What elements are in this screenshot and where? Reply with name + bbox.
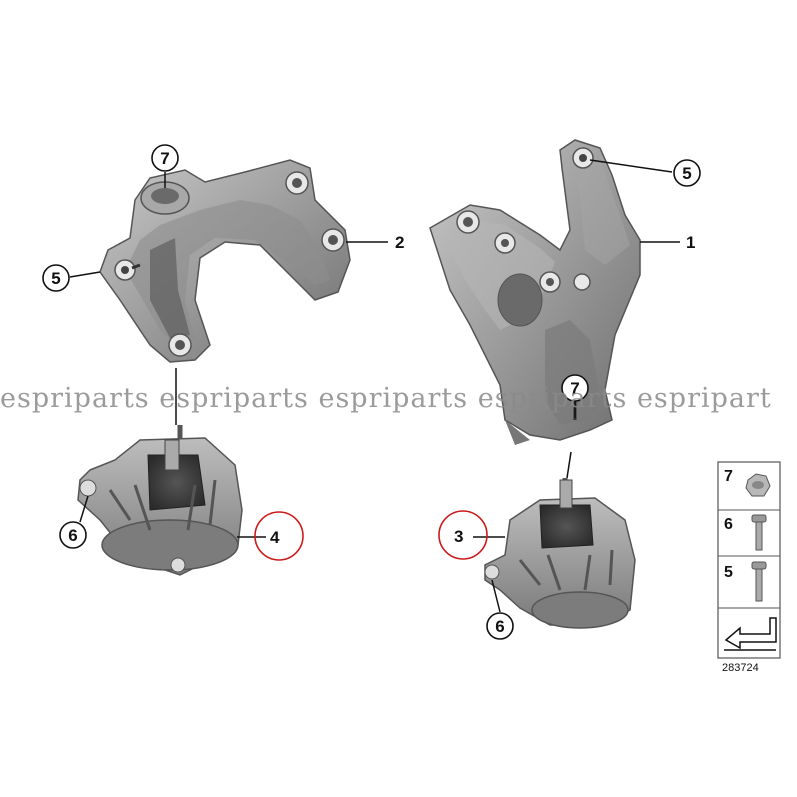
callout-right-nut: 7 bbox=[561, 374, 589, 418]
bolt-icon bbox=[751, 561, 767, 602]
callout-left-mount-screw: 6 bbox=[59, 495, 89, 549]
highlight-circle-right bbox=[438, 510, 488, 560]
callout-right-nut-text: 7 bbox=[570, 379, 579, 398]
legend-item-screw-number: 6 bbox=[724, 516, 733, 533]
legend-item-bolt-number: 5 bbox=[724, 564, 733, 581]
diagram-code: 283724 bbox=[722, 662, 759, 674]
connector-lines bbox=[175, 368, 572, 479]
highlight-circle-left bbox=[254, 511, 304, 561]
label-bracket-right: 1 bbox=[640, 233, 695, 252]
callout-right-mount-screw-text: 6 bbox=[495, 617, 504, 636]
callout-left-bolt: 5 bbox=[42, 264, 101, 292]
callout-left-mount-screw-text: 6 bbox=[68, 526, 77, 545]
callout-right-top-bolt-text: 5 bbox=[682, 164, 691, 183]
callout-left-top-nut: 7 bbox=[151, 144, 179, 188]
engine-bracket-right bbox=[429, 139, 641, 445]
label-bracket-right-text: 1 bbox=[686, 233, 695, 252]
parts-legend: 7 6 5 283724 bbox=[717, 461, 781, 674]
engine-mount-left bbox=[77, 425, 243, 576]
label-bracket-left-text: 2 bbox=[395, 233, 404, 252]
label-mount-right: 3 bbox=[438, 510, 505, 560]
label-mount-left-text: 4 bbox=[270, 528, 280, 547]
hex-nut-icon bbox=[745, 473, 771, 497]
watermark: espriparts espriparts espriparts espripa… bbox=[0, 383, 772, 414]
callout-left-top-nut-text: 7 bbox=[160, 149, 169, 168]
label-mount-right-text: 3 bbox=[454, 527, 463, 546]
callout-right-top-bolt: 5 bbox=[589, 159, 701, 187]
label-bracket-left: 2 bbox=[346, 233, 404, 252]
legend-item-nut-number: 7 bbox=[724, 468, 733, 485]
callout-left-bolt-text: 5 bbox=[51, 269, 60, 288]
engine-bracket-left bbox=[99, 159, 351, 363]
direction-arrow-icon bbox=[724, 617, 777, 651]
engine-mount-right bbox=[484, 478, 636, 629]
callout-right-mount-screw: 6 bbox=[486, 579, 514, 640]
label-mount-left: 4 bbox=[237, 511, 304, 561]
screw-icon bbox=[751, 514, 767, 551]
